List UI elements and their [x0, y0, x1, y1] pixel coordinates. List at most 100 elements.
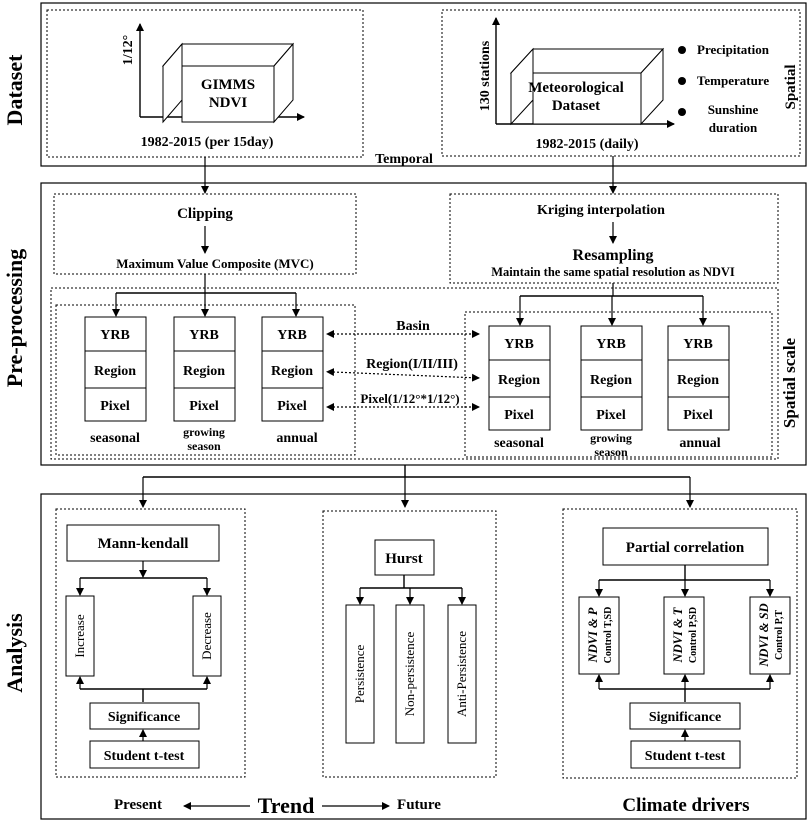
link-basin-label: Basin — [396, 319, 430, 334]
spatial-scale-label: Spatial scale — [780, 337, 799, 428]
ndvi-sd-box — [749, 596, 791, 675]
ndvi-sd-label: NDVI & SD — [757, 603, 771, 667]
bullet-icon — [678, 46, 686, 54]
cell-region: Region — [271, 364, 313, 379]
met-period: 1982-2015 (daily) — [535, 137, 638, 152]
link-pixel-label: Pixel(1/12°*1/12°) — [360, 391, 459, 406]
climate-ttest-box — [630, 740, 741, 769]
period-annual: annual — [679, 436, 720, 451]
analysis-panel — [40, 493, 807, 820]
partial-correlation-box — [602, 527, 769, 566]
hurst-panel — [322, 510, 497, 778]
ndvi-growing-stack: YRB Region Pixel — [173, 316, 236, 422]
persistence-label: Persistence — [352, 645, 367, 704]
flow-line — [80, 688, 207, 702]
cell-pixel: Pixel — [100, 399, 130, 414]
non-persistence-box — [395, 604, 425, 744]
period-growing: growing — [590, 431, 632, 445]
ndvi-t-box — [663, 596, 705, 675]
footer-present: Present — [114, 797, 162, 813]
section-label-analysis: Analysis — [2, 613, 27, 693]
footer-future: Future — [397, 797, 441, 813]
ndvi-annual-stack: YRB Region Pixel — [261, 316, 324, 422]
hurst-label: Hurst — [385, 551, 423, 567]
trend-panel — [55, 508, 246, 778]
gimms-resolution: 1/12° — [121, 35, 136, 66]
period-season: season — [187, 439, 221, 453]
anti-persistence-box — [447, 604, 477, 744]
trend-ttest-box — [89, 740, 200, 769]
ndvi-p-label: NDVI & P — [586, 607, 600, 663]
period-seasonal: seasonal — [494, 436, 544, 451]
partial-correlation-label: Partial correlation — [626, 540, 745, 556]
increase-label: Increase — [72, 614, 87, 658]
ndvi-p-box — [578, 596, 620, 675]
anti-persistence-label: Anti-Persistence — [454, 631, 469, 717]
section-label-preprocessing: Pre-processing — [2, 249, 27, 388]
met-stations: 130 stations — [478, 40, 493, 111]
cell-region: Region — [590, 373, 632, 388]
flow-line — [360, 575, 462, 589]
non-persistence-label: Non-persistence — [402, 632, 417, 717]
ndvi-t-control: Control P,SD — [688, 607, 699, 663]
var-precipitation: Precipitation — [697, 42, 770, 57]
climate-ttest-label: Student t-test — [645, 749, 726, 764]
met-name-line2: Dataset — [552, 98, 600, 114]
var-sunshine: Sunshine — [708, 102, 759, 117]
cell-pixel: Pixel — [683, 408, 713, 423]
cell-pixel: Pixel — [504, 408, 534, 423]
var-duration: duration — [709, 120, 758, 135]
ndvi-seasonal-stack: YRB Region Pixel — [84, 316, 147, 422]
cell-pixel: Pixel — [189, 399, 219, 414]
ndvi-t-label: NDVI & T — [671, 606, 685, 663]
period-seasonal: seasonal — [90, 431, 140, 446]
section-label-dataset: Dataset — [2, 54, 27, 126]
mvc-label: Maximum Value Composite (MVC) — [116, 256, 314, 271]
ndvi-p-control: Control T,SD — [603, 607, 614, 664]
resampling-note: Maintain the same spatial resolution as … — [491, 265, 735, 279]
flow-line — [143, 465, 690, 478]
cell-yrb: YRB — [189, 328, 219, 343]
period-season: season — [594, 445, 628, 459]
cell-yrb: YRB — [683, 337, 713, 352]
decrease-box — [192, 595, 222, 677]
spatial-axis-label: Spatial — [783, 64, 799, 109]
cell-region: Region — [677, 373, 719, 388]
cell-region: Region — [183, 364, 225, 379]
temporal-axis-label: Temporal — [375, 152, 433, 167]
cell-yrb: YRB — [504, 337, 534, 352]
cell-region: Region — [94, 364, 136, 379]
cell-yrb: YRB — [277, 328, 307, 343]
bullet-icon — [678, 108, 686, 116]
flow-line — [599, 688, 770, 702]
climate-significance-box — [629, 702, 741, 730]
bullet-icon — [678, 77, 686, 85]
climate-scale-panel — [464, 311, 773, 458]
gimms-period: 1982-2015 (per 15day) — [141, 135, 274, 150]
persistence-box — [345, 604, 375, 744]
period-growing: growing — [183, 425, 225, 439]
link-region-arrow — [326, 368, 480, 382]
mann-kendall-box — [66, 524, 220, 562]
link-region-label: Region(I/II/III) — [366, 357, 458, 372]
clipping-label: Clipping — [177, 206, 233, 222]
gimms-name-line1: GIMMS — [201, 77, 255, 93]
period-annual: annual — [276, 431, 317, 446]
climate-significance-label: Significance — [649, 710, 721, 725]
kriging-label: Kriging interpolation — [537, 203, 665, 218]
hurst-box — [374, 539, 435, 576]
dataset-panel — [40, 2, 807, 167]
mann-kendall-label: Mann-kendall — [98, 536, 189, 552]
var-temperature: Temperature — [697, 73, 769, 88]
climate-panel — [562, 508, 798, 779]
cell-yrb: YRB — [596, 337, 626, 352]
ndvi-sd-control: Control P,T — [774, 610, 785, 660]
trend-significance-label: Significance — [108, 710, 180, 725]
decrease-label: Decrease — [199, 612, 214, 660]
increase-box — [65, 595, 95, 677]
trend-ttest-label: Student t-test — [104, 749, 185, 764]
preprocessing-panel — [40, 182, 807, 466]
footer-trend: Trend — [258, 793, 315, 818]
cell-region: Region — [498, 373, 540, 388]
